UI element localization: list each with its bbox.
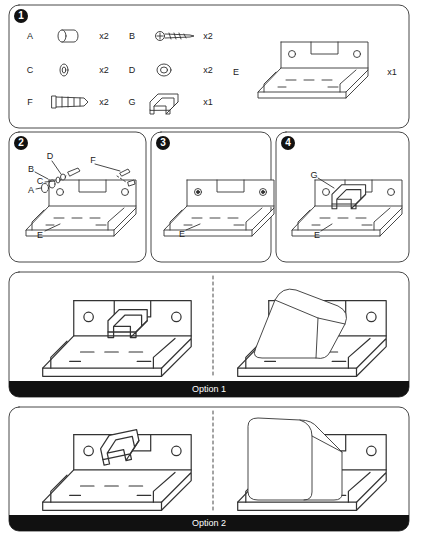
step-number-circle: 3 (156, 136, 170, 150)
part-letter: A (27, 32, 33, 41)
callout-number: 3 (160, 138, 166, 148)
option-bar: Option 1 (9, 381, 409, 397)
callout-number: 1 (18, 11, 24, 21)
part-letter: E (179, 230, 185, 239)
part-letter: A (28, 186, 34, 195)
part-letter: C (27, 66, 34, 75)
step-number-circle: 2 (14, 136, 28, 150)
part-letter: E (37, 231, 43, 240)
callout-number: 4 (285, 138, 291, 148)
quantity-label: x2 (99, 32, 109, 41)
part-letter: B (129, 32, 135, 41)
part-letter: B (28, 165, 34, 174)
quantity-label: x2 (99, 66, 109, 75)
quantity-label: x2 (203, 32, 213, 41)
quantity-label: x1 (203, 98, 213, 107)
part-letter: C (37, 177, 44, 186)
option-bar: Option 2 (9, 515, 409, 531)
step-number-circle: 4 (281, 136, 295, 150)
part-letter: F (27, 98, 33, 107)
part-letter: D (129, 66, 136, 75)
quantity-label: x2 (99, 98, 109, 107)
quantity-label: x1 (387, 68, 397, 77)
part-letter: E (314, 231, 320, 240)
option-title: Option 2 (192, 519, 226, 528)
part-letter: F (90, 156, 96, 165)
part-letter: G (128, 98, 135, 107)
part-letter: E (233, 68, 239, 77)
quantity-label: x2 (203, 66, 213, 75)
option-title: Option 1 (192, 385, 226, 394)
part-letter: D (47, 152, 54, 161)
callout-number: 2 (18, 138, 24, 148)
part-letter: G (310, 171, 317, 180)
step-number-circle: 1 (14, 9, 28, 23)
